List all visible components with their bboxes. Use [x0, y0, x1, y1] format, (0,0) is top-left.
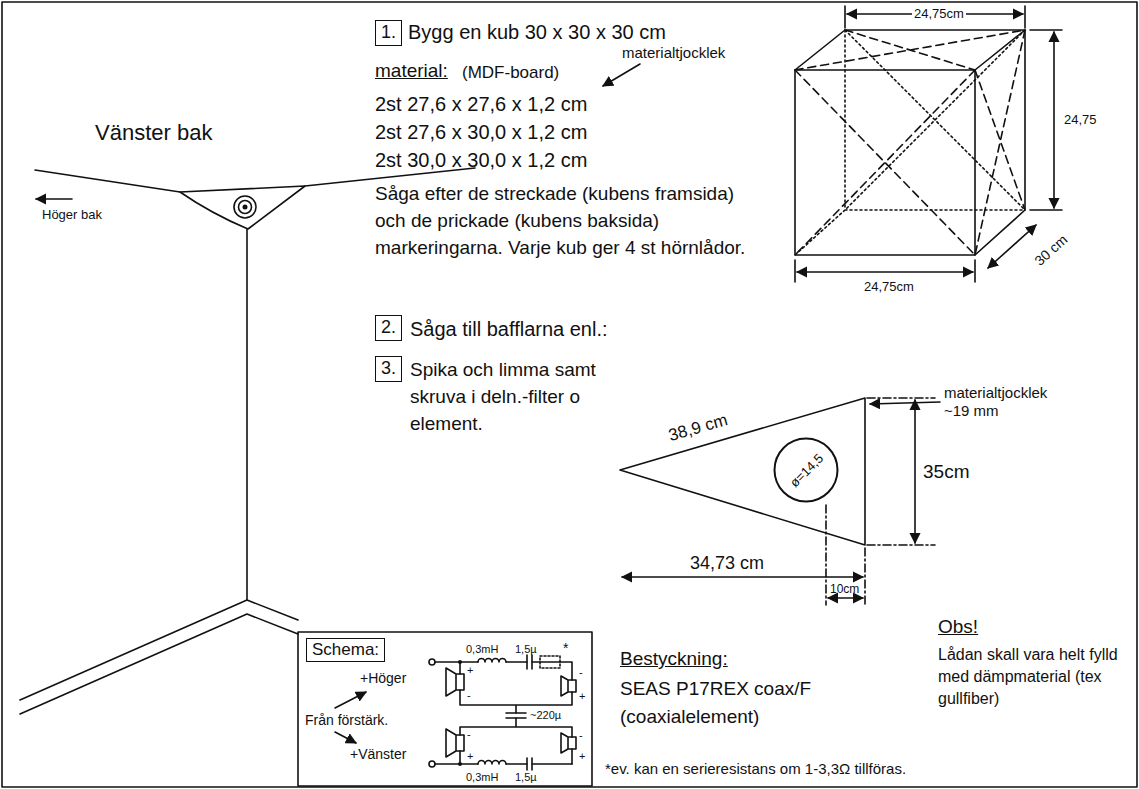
wall-corner-line: [246, 229, 248, 600]
component-name: (coaxialelement): [620, 706, 759, 729]
dimension-line: [914, 400, 916, 543]
dimension-line: [1053, 32, 1055, 208]
polarity-sign: -: [467, 728, 471, 741]
material-name: (MDF-board): [462, 63, 559, 83]
step-text: Bygg en kub 30 x 30 x 30 cm: [408, 20, 666, 44]
polarity-sign: -: [579, 729, 583, 742]
direction-arrow: [36, 198, 72, 200]
tweeter-symbol: [561, 676, 576, 753]
node-text: Schema:: [312, 640, 379, 660]
dimension-tick: [1030, 30, 1062, 210]
step-text: Spika och limma samt skruva i deln.-filt…: [410, 356, 635, 437]
terminal-label: +Vänster: [350, 746, 406, 763]
leader-arrow: [335, 692, 366, 708]
component-value: ~220µ: [530, 709, 561, 722]
polarity-sign: -: [579, 666, 583, 679]
heading: material:: [375, 60, 448, 83]
footnote: *ev. kan en serieresistans om 1-3,3Ω til…: [605, 760, 906, 778]
callout-text: materialtjocklek ~19 mm: [944, 384, 1069, 420]
step-number-box: 3.: [375, 356, 402, 382]
part-list-row: 2st 30,0 x 30,0 x 1,2 cm: [375, 148, 587, 172]
dimension-label: 34,73 cm: [690, 553, 764, 575]
dimension-line: [988, 225, 1036, 268]
part-list-row: 2st 27,6 x 27,6 x 1,2 cm: [375, 92, 587, 116]
polarity-sign: +: [579, 750, 585, 763]
extension-line: [826, 398, 935, 605]
polarity-sign: +: [579, 690, 585, 703]
polarity-sign: +: [467, 750, 473, 763]
dimension-label: 10cm: [830, 582, 859, 596]
dimension-line: [828, 597, 863, 599]
input-terminal: [429, 659, 435, 665]
corner-speaker-box: [180, 186, 305, 229]
node-text: 1.: [381, 22, 396, 44]
baseboard-line: [20, 600, 298, 714]
component-value: 1,5µ: [515, 771, 537, 784]
component-value: 0,3mH: [466, 643, 498, 656]
wall-label: Vänster bak: [95, 120, 212, 146]
heading: Bestyckning:: [620, 648, 728, 671]
note-text: Lådan skall vara helt fylld med dämpmate…: [938, 644, 1128, 710]
speaker-ring: [234, 196, 256, 218]
dimension-label: 24,75cm: [862, 279, 916, 295]
baffle-triangle: [620, 398, 865, 545]
speaker-ring: [239, 201, 252, 214]
instruction-text: Såga efter de streckade (kubens framsida…: [375, 180, 765, 261]
wire: [435, 662, 572, 764]
step-text: Såga till bafflarna enl.:: [410, 317, 608, 341]
woofer-symbol: [446, 668, 464, 757]
dimension-tick: [845, 6, 1025, 28]
component-value: 0,3mH: [466, 771, 498, 784]
node-text: 2.: [381, 317, 396, 339]
speaker-center: [243, 205, 248, 210]
dimension-line: [622, 576, 863, 578]
capacitor-symbol: [506, 713, 526, 718]
resistor-symbol: [540, 656, 560, 668]
leader-arrow: [603, 64, 640, 86]
wire: [460, 662, 572, 764]
step-number-box: 2.: [375, 315, 402, 341]
dimension-label: 35cm: [923, 461, 969, 484]
polarity-sign: +: [467, 664, 473, 677]
terminal-label: Från förstärk.: [305, 712, 388, 729]
dimension-label: 24,75cm: [912, 6, 966, 22]
input-terminal: [429, 761, 435, 767]
wall-label: Höger bak: [42, 207, 102, 223]
polarity-sign: -: [467, 689, 471, 702]
footnote-mark: *: [563, 640, 568, 657]
node-text: 3.: [381, 358, 396, 380]
step-number-box: 1.: [375, 20, 402, 46]
note-heading: Obs!: [938, 616, 978, 639]
callout-text: materialtjocklek: [622, 44, 725, 62]
dimension-line: [797, 271, 973, 273]
driver-hole-circle: ø=14,5: [773, 437, 839, 503]
cube-back-cut-line: [795, 30, 1025, 255]
terminal-label: +Höger: [360, 670, 406, 687]
leader-arrow: [870, 402, 940, 404]
part-list-row: 2st 27,6 x 30,0 x 1,2 cm: [375, 120, 587, 144]
component-name: SEAS P17REX coax/F: [620, 678, 811, 701]
dimension-label: 38,9 cm: [666, 410, 730, 446]
circle-outline: [775, 439, 838, 502]
dimension-label: 30 cm: [1030, 230, 1073, 271]
schematic-frame: [298, 632, 592, 786]
schematic-title-box: Schema:: [306, 638, 385, 662]
dimension-label: 24,75: [1062, 112, 1099, 128]
cube-front-cut-line: [795, 30, 1025, 255]
cube-edge: [795, 30, 1025, 255]
component-value: 1,5µ: [515, 643, 537, 656]
inductor-symbol: [478, 659, 506, 764]
leader-arrow: [335, 732, 356, 743]
